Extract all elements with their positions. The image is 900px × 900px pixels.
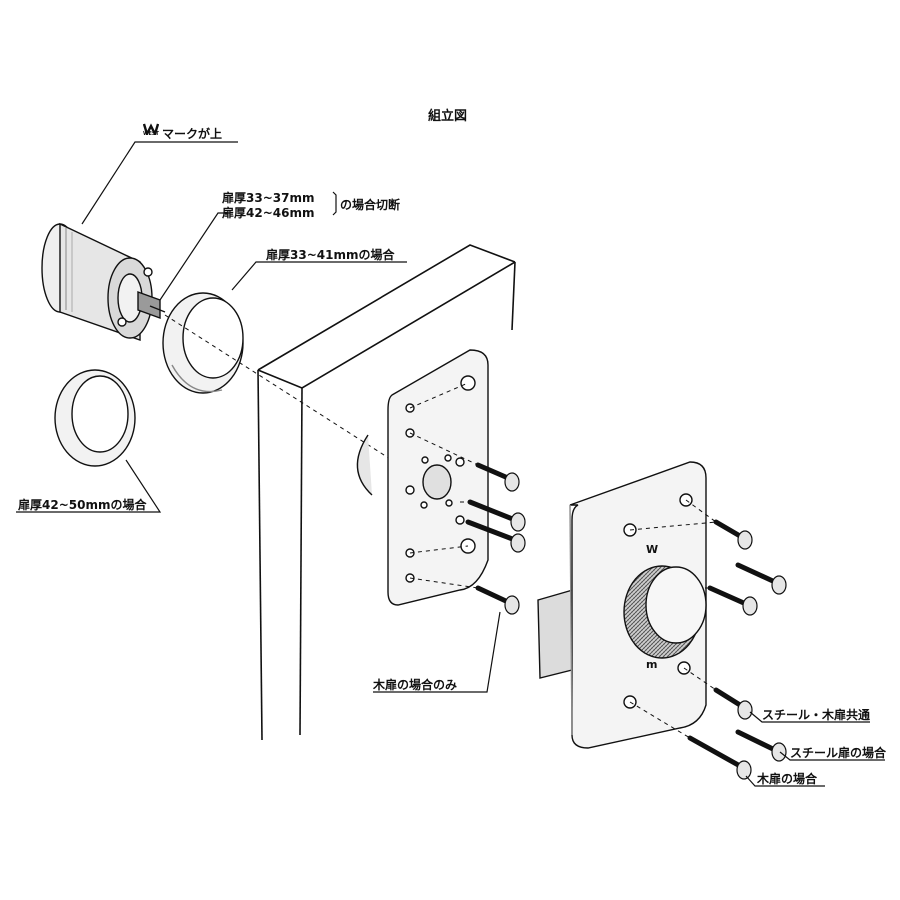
label-thickness-33-37: 扉厚33~37mm: [222, 191, 315, 205]
svg-text:W: W: [646, 543, 658, 556]
label-thickness-42-46: 扉厚42~46mm: [222, 206, 315, 220]
ring-33-41: [162, 292, 244, 394]
svg-text:m: m: [646, 658, 657, 671]
leader-lines: [16, 141, 885, 787]
diagram-title: 組立図: [428, 109, 468, 124]
ring-42-50: [54, 369, 136, 467]
label-steel-wood-common: スチール・木扉共通: [762, 708, 871, 722]
plate-screws: [465, 462, 526, 615]
mounting-plate: [356, 349, 489, 606]
label-thickness-33-41: 扉厚33~41mmの場合: [266, 248, 395, 262]
lock-body: W m: [537, 461, 707, 749]
west-logo-icon: WEST: [142, 120, 160, 138]
assembly-guides: [409, 382, 717, 739]
label-wooden-only: 木扉の場合のみ: [373, 678, 458, 692]
label-mark-up: マークが上: [162, 127, 223, 141]
door: [257, 244, 516, 741]
body-screws: [687, 519, 787, 780]
label-cut-when: の場合切断: [340, 198, 401, 212]
lock-cylinder: [41, 222, 166, 341]
center-axis: [164, 314, 421, 479]
label-steel-door: スチール扉の場合: [790, 746, 887, 760]
west-logo-text: WEST: [143, 131, 159, 137]
label-thickness-42-50: 扉厚42~50mmの場合: [18, 498, 147, 512]
label-wooden-door: 木扉の場合: [757, 772, 818, 786]
